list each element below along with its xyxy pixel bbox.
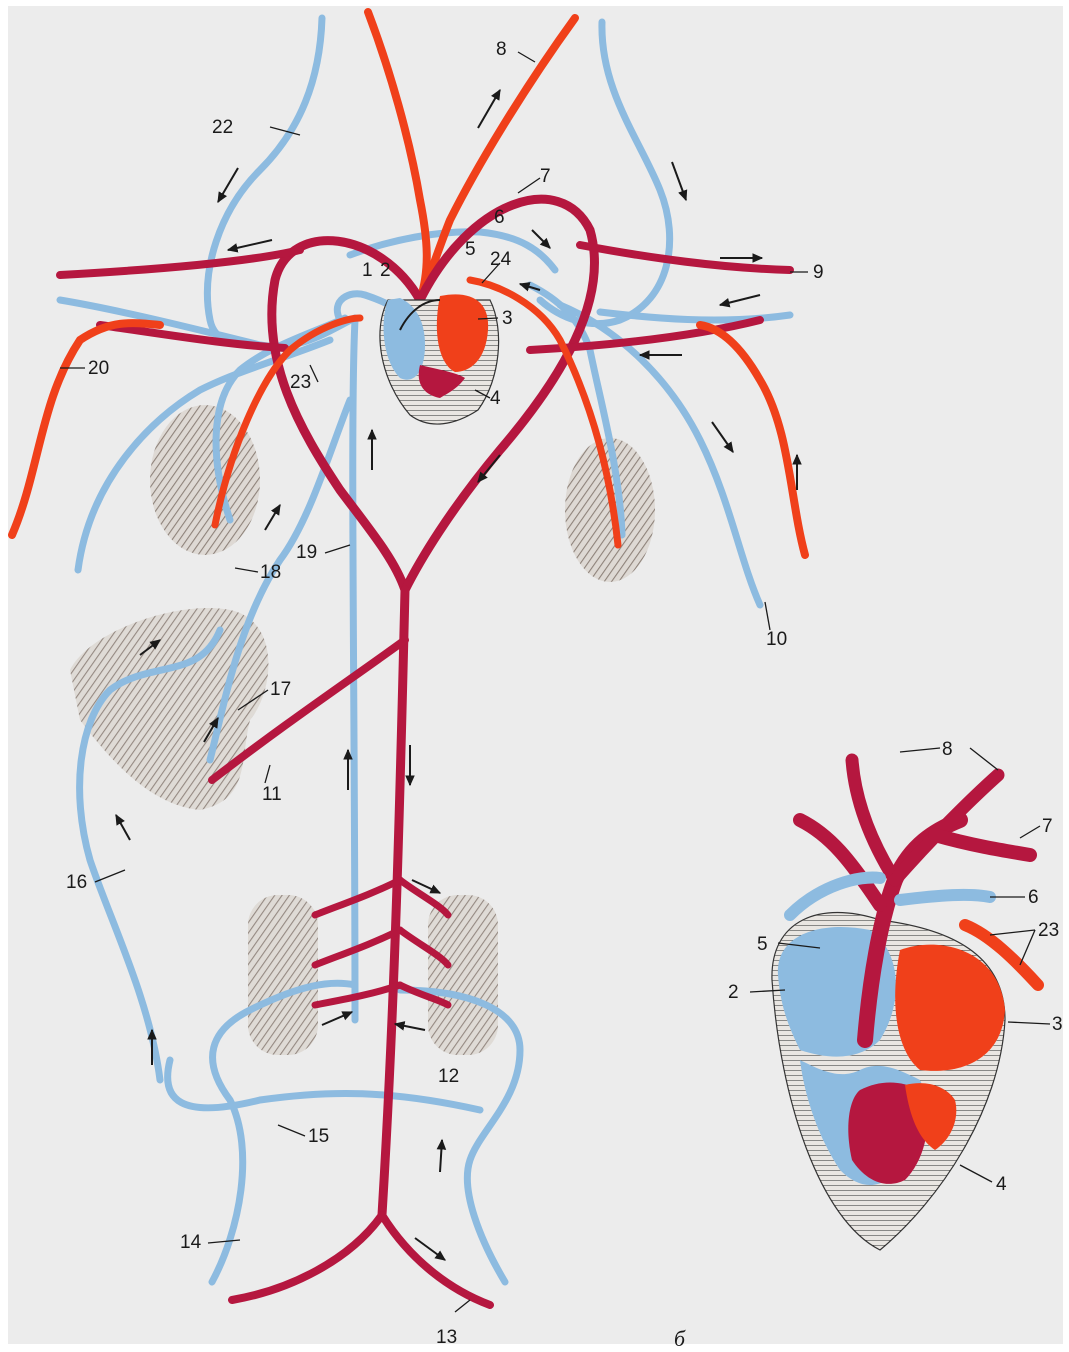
inset-label-2: 2 — [728, 982, 739, 1003]
label-4: 4 — [490, 388, 501, 409]
label-19: 19 — [296, 542, 317, 563]
label-15: 15 — [308, 1126, 329, 1147]
label-16: 16 — [66, 872, 87, 893]
inset-label-4: 4 — [996, 1174, 1007, 1195]
inset-label-7: 7 — [1042, 816, 1053, 837]
kidney-right — [428, 895, 498, 1055]
label-13: 13 — [436, 1327, 457, 1348]
label-8: 8 — [496, 39, 507, 60]
inset-label-8: 8 — [942, 739, 953, 760]
subfigure-label: б — [674, 1326, 686, 1351]
label-7: 7 — [540, 166, 551, 187]
label-18: 18 — [260, 562, 281, 583]
inset-label-5: 5 — [757, 934, 768, 955]
inset-6 — [900, 895, 990, 900]
label-12: 12 — [438, 1066, 459, 1087]
inset-label-3: 3 — [1052, 1014, 1063, 1035]
label-11: 11 — [262, 784, 282, 805]
vein-19 — [353, 320, 355, 1020]
inset-label-23: 23 — [1038, 920, 1059, 941]
label-10: 10 — [766, 629, 787, 650]
label-1: 1 — [362, 260, 373, 281]
label-3: 3 — [502, 308, 513, 329]
label-17: 17 — [270, 679, 291, 700]
label-22: 22 — [212, 117, 233, 138]
kidney-left — [248, 895, 318, 1055]
label-23: 23 — [290, 372, 311, 393]
inset-label-6: 6 — [1028, 887, 1039, 908]
label-5: 5 — [465, 239, 476, 260]
label-24: 24 — [490, 249, 512, 270]
label-6: 6 — [494, 207, 505, 228]
label-2: 2 — [380, 260, 391, 281]
label-9: 9 — [813, 262, 824, 283]
label-20: 20 — [88, 358, 109, 379]
label-14: 14 — [180, 1232, 202, 1253]
